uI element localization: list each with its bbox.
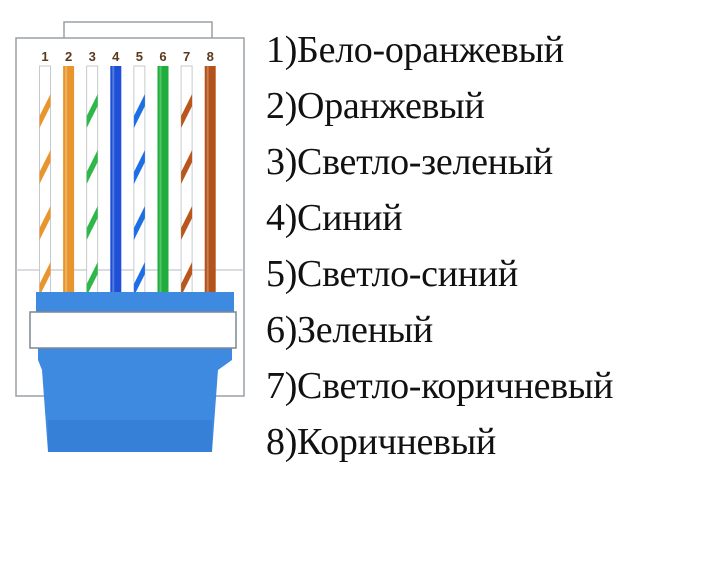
wire-2	[63, 66, 75, 296]
wire-4-highlight	[112, 66, 115, 296]
boot-clip	[29, 311, 237, 349]
pin-number-1: 1	[41, 49, 48, 64]
wire-1-stripe	[39, 150, 51, 184]
wire-4-solid	[110, 66, 122, 296]
legend-item-3: 3)Светло-зеленый	[266, 141, 553, 183]
wire-2-highlight	[65, 66, 68, 296]
wire-5-stripe	[133, 262, 145, 296]
wire-7	[180, 65, 193, 297]
pin-number-6: 6	[159, 49, 166, 64]
wire-color-legend: 1)Бело-оранжевый 2)Оранжевый 3)Светло-зе…	[266, 22, 613, 470]
wire-8-solid	[204, 66, 216, 296]
wire-7-stripe	[181, 262, 193, 296]
wire-3	[86, 65, 99, 297]
wire-4	[110, 66, 122, 296]
wire-1-stripe	[39, 262, 51, 296]
rj45-connector-diagram: 1 2 3 4 5 6 7 8	[15, 21, 245, 452]
legend-item-1: 1)Бело-оранжевый	[266, 29, 564, 71]
wire-6-highlight	[159, 66, 162, 296]
wire-3-stripe	[86, 206, 98, 240]
wire-8-highlight	[206, 66, 209, 296]
pin-number-8: 8	[207, 49, 214, 64]
boot-shadow	[48, 420, 212, 452]
wire-5-stripe	[133, 94, 145, 128]
wire-8	[204, 66, 216, 296]
wire-3-stripe	[86, 94, 98, 128]
legend-item-2: 2)Оранжевый	[266, 85, 485, 127]
pin-number-labels: 1 2 3 4 5 6 7 8	[41, 49, 213, 64]
wire-1	[39, 65, 51, 297]
cable-boot	[29, 292, 237, 452]
wire-7-stripe	[181, 94, 193, 128]
wire-6-solid	[157, 66, 169, 296]
pin-number-3: 3	[89, 49, 96, 64]
wire-5-stripe	[133, 206, 145, 240]
wire-2-solid	[63, 66, 75, 296]
wire-3-stripe	[86, 262, 98, 296]
wire-7-stripe	[181, 206, 193, 240]
wire-3-stripe	[86, 150, 98, 184]
boot-body	[38, 332, 232, 452]
legend-item-6: 6)Зеленый	[266, 309, 433, 351]
legend-item-4: 4)Синий	[266, 197, 403, 239]
wire-1-stripe	[39, 94, 51, 128]
wire-5-stripe	[133, 150, 145, 184]
pin-number-4: 4	[112, 49, 120, 64]
pin-number-7: 7	[183, 49, 190, 64]
wire-6	[157, 66, 169, 296]
wire-7-stripe	[181, 150, 193, 184]
wire-5	[133, 65, 146, 297]
legend-item-8: 8)Коричневый	[266, 421, 496, 463]
legend-item-5: 5)Светло-синий	[266, 253, 518, 295]
pin-number-5: 5	[136, 49, 143, 64]
wire-1-stripe	[39, 206, 51, 240]
legend-item-7: 7)Светло-коричневый	[266, 365, 614, 407]
pin-number-2: 2	[65, 49, 72, 64]
